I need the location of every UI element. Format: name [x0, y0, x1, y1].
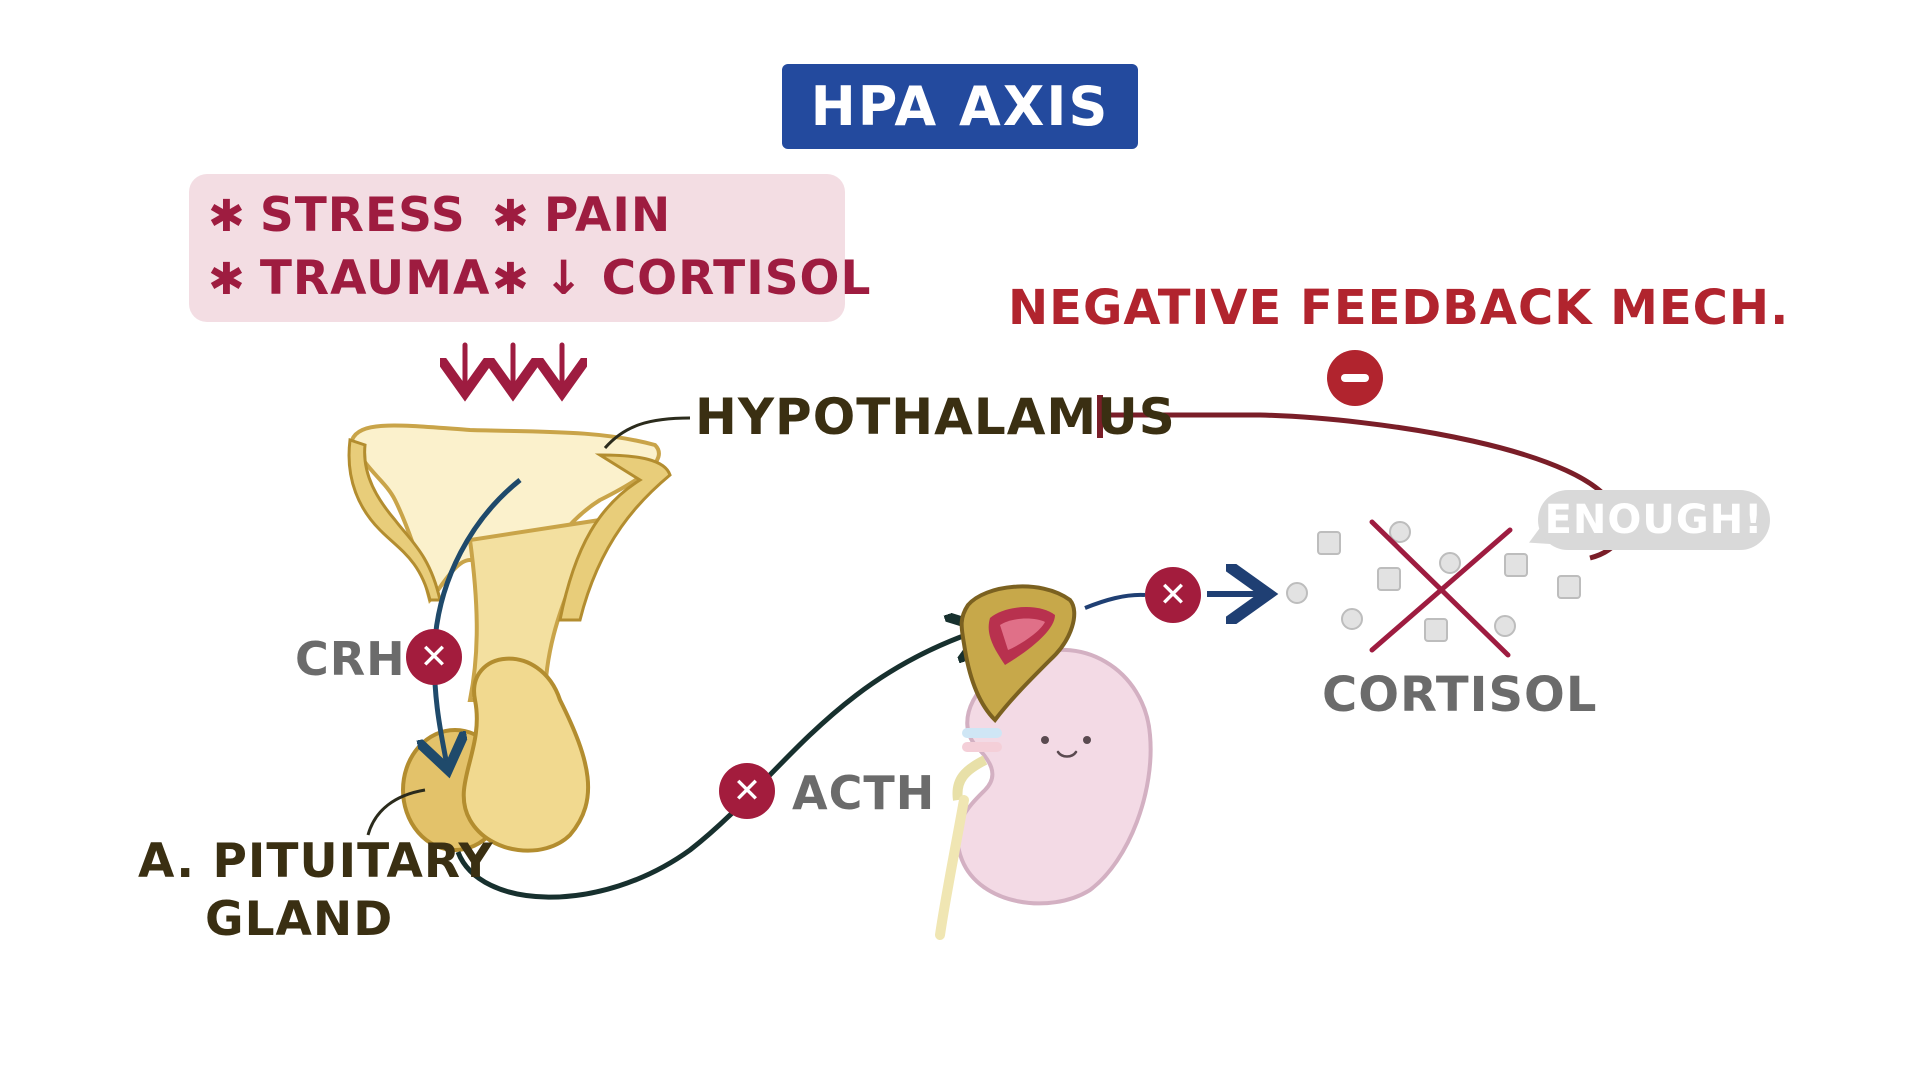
- cortisol-molecules: [1286, 521, 1581, 642]
- page-title: HPA AXIS: [782, 64, 1138, 149]
- pituitary-label-line2: GLAND: [205, 892, 394, 947]
- acth-arrow: [455, 630, 980, 900]
- enough-speech-bubble: ENOUGH!: [1538, 490, 1770, 550]
- trigger-item: ✱ ↓ CORTISOL: [492, 251, 871, 306]
- trigger-panel: [189, 174, 845, 322]
- trigger-label: TRAUMA: [259, 251, 491, 306]
- stimulus-arrows: [465, 342, 562, 388]
- cortisol-block-icon: ✕: [1145, 567, 1201, 623]
- asterisk-icon: ✱: [208, 254, 246, 305]
- minus-badge: [1327, 350, 1383, 406]
- trigger-item: ✱ TRAUMA: [208, 251, 490, 306]
- hypothalamus-pituitary-illustration: [347, 423, 672, 853]
- cortisol-crossed-out-mark: [1369, 519, 1513, 658]
- trigger-label: PAIN: [543, 188, 672, 243]
- hypothalamus-label: HYPOTHALAMUS: [695, 388, 1176, 446]
- close-icon: ✕: [419, 637, 449, 677]
- close-icon: ✕: [732, 771, 762, 811]
- trigger-label: STRESS: [259, 188, 466, 243]
- feedback-label: NEGATIVE FEEDBACK MECH.: [1008, 280, 1790, 336]
- asterisk-icon: ✱: [492, 254, 530, 305]
- acth-block-icon: ✕: [719, 763, 775, 819]
- crh-label: CRH: [295, 632, 406, 686]
- asterisk-icon: ✱: [208, 191, 246, 242]
- asterisk-icon: ✱: [492, 191, 530, 242]
- trigger-item: ✱ STRESS: [208, 188, 466, 243]
- cortisol-label: CORTISOL: [1322, 667, 1598, 723]
- adrenal-kidney-illustration: [935, 584, 1153, 940]
- close-icon: ✕: [1158, 575, 1188, 615]
- pituitary-leader-line: [366, 788, 426, 836]
- acth-label: ACTH: [792, 766, 936, 820]
- hypothalamus-leader-line: [603, 416, 691, 449]
- cortisol-output-line: [1084, 592, 1146, 610]
- crh-block-icon: ✕: [406, 629, 462, 685]
- trigger-label: ↓ CORTISOL: [543, 251, 872, 306]
- trigger-item: ✱ PAIN: [492, 188, 671, 243]
- pituitary-label-line1: A. PITUITARY: [138, 834, 494, 889]
